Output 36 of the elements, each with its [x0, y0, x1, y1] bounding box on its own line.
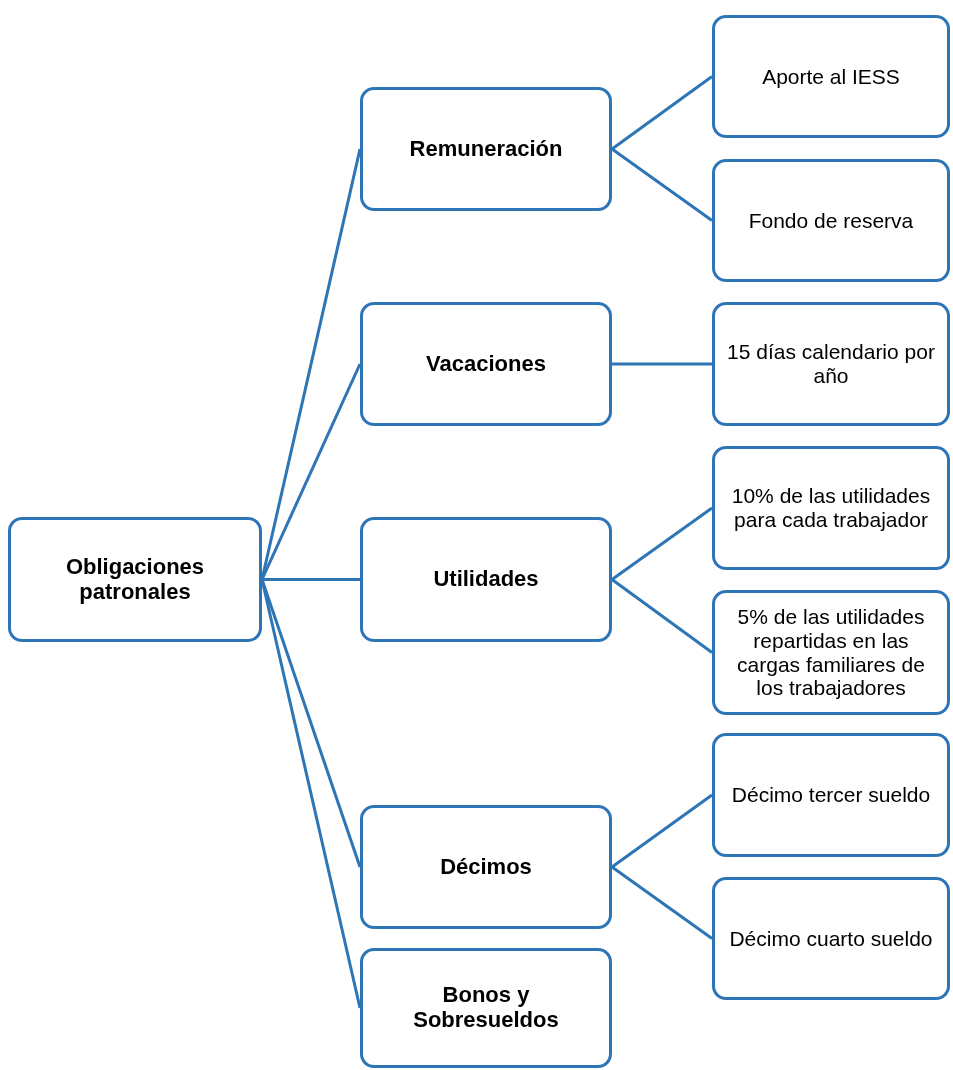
- box-text: Obligaciones patronales: [64, 554, 206, 605]
- category-box: [360, 517, 612, 642]
- item-box: [712, 877, 950, 1000]
- box-text: 10% de las utilidades para cada trabajador: [730, 484, 932, 532]
- item-box: [712, 15, 950, 138]
- connector-line: [611, 793, 713, 869]
- box-text: Décimo tercer sueldo: [731, 783, 931, 807]
- item-box: [712, 446, 950, 570]
- item-box: [712, 590, 950, 715]
- category-box: [360, 948, 612, 1068]
- box-text: Utilidades: [433, 567, 539, 592]
- box-text: Bonos y Sobresueldos: [412, 983, 560, 1033]
- connector-line: [260, 579, 362, 1009]
- category-box: [360, 302, 612, 426]
- box-text: Fondo de reserva: [748, 208, 914, 233]
- connector-line: [611, 578, 713, 654]
- item-box: [712, 159, 950, 282]
- box-text: Décimos: [440, 854, 532, 880]
- root-box: [8, 517, 262, 642]
- category-box: [360, 87, 612, 211]
- connector-line: [262, 578, 360, 581]
- connector-line: [260, 363, 362, 581]
- box-text: Décimo cuarto sueldo: [729, 926, 933, 951]
- box-text: Remuneración: [409, 136, 563, 162]
- connector-line: [611, 506, 713, 581]
- category-box: [360, 805, 612, 929]
- box-text: 5% de las utilidades repartidas en las cargas familiares de los trabajadores: [736, 605, 926, 700]
- box-text: Vacaciones: [426, 351, 546, 377]
- connector-line: [611, 75, 713, 151]
- box-text: 15 días calendario por año: [726, 340, 936, 388]
- box-text: Aporte al IESS: [762, 64, 900, 89]
- connector-line: [611, 147, 713, 222]
- connector-line: [611, 865, 713, 940]
- connector-line: [612, 362, 712, 366]
- item-box: [712, 302, 950, 426]
- item-box: [712, 733, 950, 857]
